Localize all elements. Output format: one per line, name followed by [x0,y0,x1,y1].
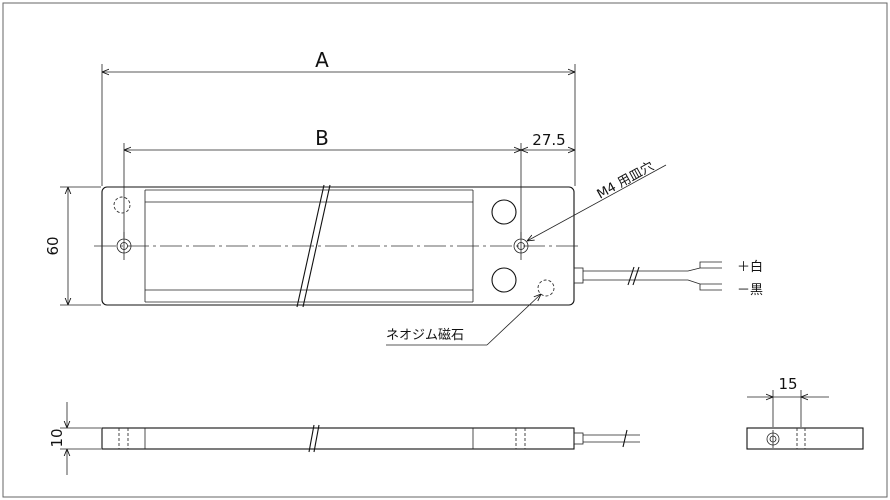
dimension-b-label: B [315,126,329,150]
dimension-a-label: A [315,48,329,72]
wire-negative-label: －黒 [737,283,763,298]
mounting-hole-label: M4 用皿穴 [595,159,657,202]
top-view [94,184,722,308]
dimension-a: A [101,48,576,186]
dimension-width: 60 [44,186,101,306]
magnet-callout: ネオジム磁石 [386,294,541,346]
dimension-side-offset-label: 15 [778,375,797,393]
dimension-width-label: 60 [44,236,62,255]
dimension-thickness-label: 10 [48,428,66,447]
dimension-offset-label: 27.5 [532,131,565,149]
dimension-b: B 27.5 [123,126,575,238]
magnet-label: ネオジム磁石 [386,328,464,343]
dimension-thickness: 10 [48,402,101,475]
dimension-side-offset: 15 [747,375,829,427]
side-view [101,424,640,453]
mounting-hole-callout: M4 用皿穴 [527,159,667,241]
magnet-icon [537,279,555,297]
wire-positive-label: ＋白 [737,259,763,275]
end-view [746,427,864,450]
